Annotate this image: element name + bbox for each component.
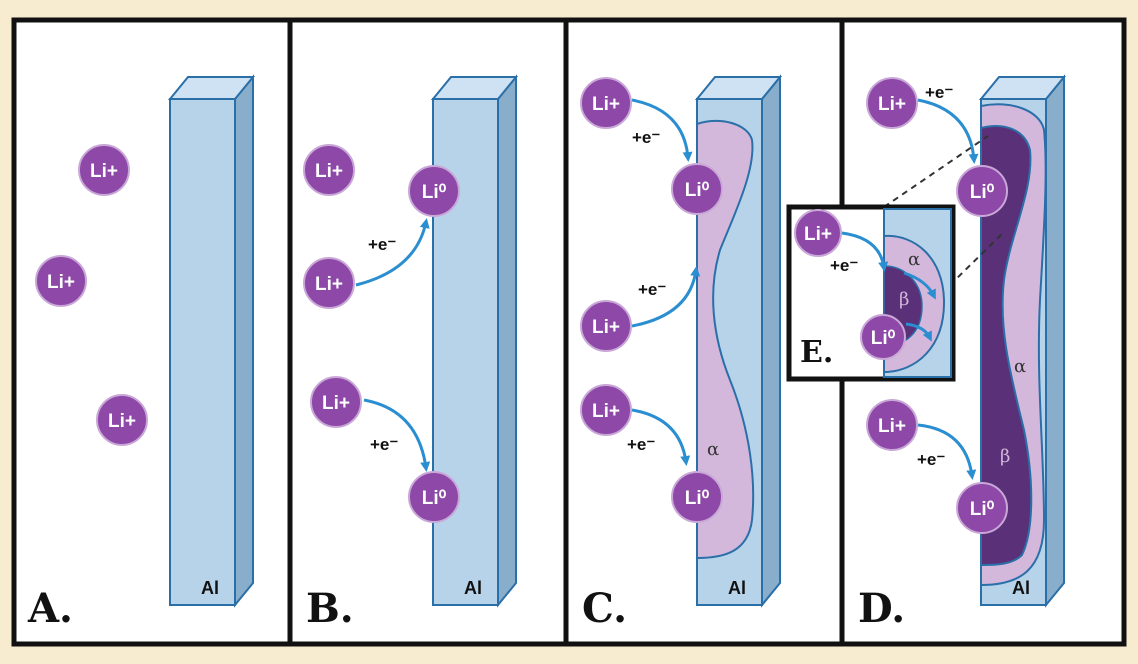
electron-label: +e⁻: [368, 235, 396, 254]
li-ion: Li+: [303, 144, 355, 196]
li-atom: Li⁰: [956, 482, 1008, 534]
li-ion: Li+: [303, 257, 355, 309]
svg-text:Li+: Li+: [592, 401, 620, 422]
alpha-phase-region: [696, 119, 755, 560]
svg-text:Li+: Li+: [315, 161, 343, 182]
li-ion: Li+: [78, 144, 130, 196]
li-atom: Li⁰: [408, 471, 460, 523]
svg-text:Li⁰: Li⁰: [970, 499, 995, 520]
li-atom: Li⁰: [956, 165, 1008, 217]
li-ion: Li+: [794, 209, 842, 257]
inset-e: α β Li+ Li⁰ +e⁻ E.: [786, 204, 956, 382]
li-ion: Li+: [866, 77, 918, 129]
svg-text:Li⁰: Li⁰: [685, 488, 710, 509]
panel-c: Al α Li+ Li+ Li+ Li⁰ Li⁰ +e⁻ +e⁻ +e⁻ C.: [580, 74, 783, 632]
alpha-phase-label: α: [707, 439, 719, 460]
panel-d: Al α β Li+ Li+ Li⁰ Li⁰ +e⁻ +e⁻ D.: [858, 74, 1067, 632]
reduction-arrow: [355, 218, 430, 287]
electron-label: +e⁻: [925, 83, 953, 102]
li-atom: Li⁰: [408, 165, 460, 217]
zoom-connector: [883, 135, 989, 208]
li-ion: Li+: [580, 300, 632, 352]
electrode-label: Al: [1012, 578, 1030, 598]
reduction-arrow: [917, 98, 979, 164]
reduction-arrow: [631, 98, 693, 162]
svg-text:Li⁰: Li⁰: [422, 182, 447, 203]
svg-text:Li+: Li+: [878, 416, 906, 437]
electrode-label: Al: [201, 578, 219, 598]
beta-phase-label: β: [899, 289, 909, 310]
electrode-label: Al: [464, 578, 482, 598]
panel-label: C.: [582, 585, 627, 632]
electron-label: +e⁻: [370, 435, 398, 454]
al-electrode: Al α: [694, 74, 783, 608]
reduction-arrow: [631, 266, 701, 328]
al-electrode: Al: [167, 74, 256, 608]
svg-text:Li⁰: Li⁰: [871, 328, 896, 349]
reduction-arrow: [841, 231, 889, 272]
li-atom: Li⁰: [671, 163, 723, 215]
reduction-arrow: [363, 398, 431, 472]
li-ion: Li+: [866, 399, 918, 451]
svg-text:Li+: Li+: [592, 317, 620, 338]
svg-text:Li+: Li+: [804, 224, 832, 245]
li-ion: Li+: [96, 394, 148, 446]
panel-label: D.: [858, 585, 905, 632]
diffusion-arrow: [903, 271, 936, 300]
panel-a: Al Li+ Li+ Li+ A.: [27, 74, 256, 632]
li-ion: Li+: [310, 376, 362, 428]
svg-text:Li+: Li+: [878, 94, 906, 115]
electron-label: +e⁻: [830, 256, 858, 275]
svg-text:Li⁰: Li⁰: [685, 180, 710, 201]
alpha-phase-label: α: [1014, 356, 1026, 377]
electron-label: +e⁻: [627, 435, 655, 454]
panel-label: A.: [27, 585, 73, 632]
electrode-label: Al: [728, 578, 746, 598]
diffusion-arrow: [905, 322, 932, 342]
svg-text:Li+: Li+: [592, 94, 620, 115]
panel-b: Al Li+ Li+ Li+ Li⁰ Li⁰ +e⁻ +e⁻ B.: [303, 74, 519, 632]
beta-phase-label: β: [1000, 446, 1010, 467]
svg-text:Li+: Li+: [47, 272, 75, 293]
li-ion: Li+: [580, 77, 632, 129]
panel-label: B.: [306, 585, 354, 632]
electron-label: +e⁻: [917, 450, 945, 469]
li-atom: Li⁰: [671, 471, 723, 523]
reduction-arrow: [631, 408, 691, 466]
alpha-phase-label: α: [908, 249, 920, 270]
svg-text:Li+: Li+: [108, 411, 136, 432]
electron-label: +e⁻: [632, 128, 660, 147]
li-ion: Li+: [35, 255, 87, 307]
al-electrode: Al α β: [978, 74, 1067, 608]
svg-text:Li+: Li+: [90, 161, 118, 182]
svg-text:Li+: Li+: [315, 274, 343, 295]
li-ion: Li+: [580, 384, 632, 436]
svg-text:Li+: Li+: [322, 393, 350, 414]
li-atom: Li⁰: [860, 314, 906, 360]
zoom-connector: [949, 231, 1005, 286]
al-electrode: Al: [430, 74, 519, 608]
reduction-arrow: [917, 423, 977, 480]
svg-text:Li⁰: Li⁰: [422, 488, 447, 509]
electron-label: +e⁻: [638, 280, 666, 299]
beta-phase-region: [980, 125, 1033, 567]
panel-label: E.: [800, 335, 833, 370]
svg-text:Li⁰: Li⁰: [970, 182, 995, 203]
